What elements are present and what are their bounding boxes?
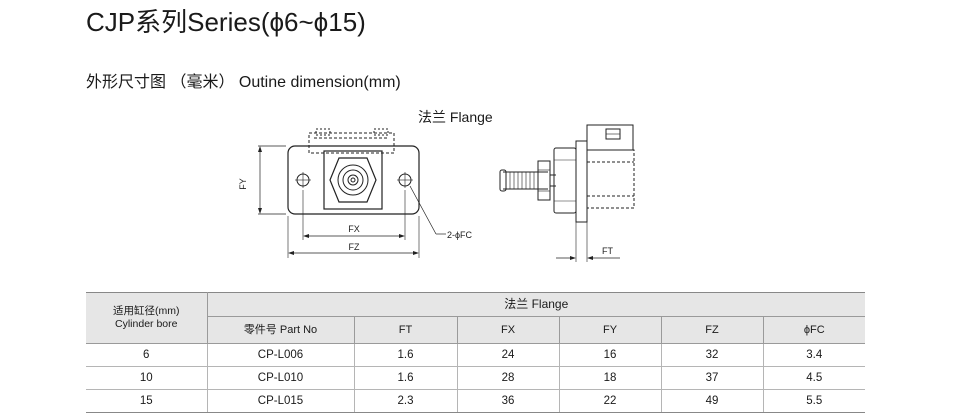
flange-group-header: 法兰 Flange (207, 291, 866, 318)
cell-fc: 4.5 (762, 366, 866, 390)
cell-fx: 28 (456, 366, 559, 390)
page-title: CJP系列Series(ϕ6~ϕ15) (86, 7, 366, 37)
cell-bore: 6 (86, 343, 207, 367)
mounting-hole-right (398, 173, 412, 187)
cell-part-no: CP-L006 (206, 343, 354, 367)
cell-fy: 18 (558, 366, 661, 390)
cell-fc: 3.4 (762, 343, 866, 367)
cell-fx: 36 (456, 389, 559, 413)
flange-plate (287, 145, 420, 215)
cell-ft: 1.6 (353, 366, 457, 390)
dim-label-fx: FX (348, 224, 360, 234)
mounting-hole-left (296, 173, 310, 187)
side-view (499, 124, 635, 262)
cell-fy: 22 (558, 389, 661, 413)
table-row: 10 CP-L010 1.6 28 18 37 4.5 (86, 366, 866, 390)
bore-header: 适用缸径(mm) Cylinder bore (86, 292, 208, 344)
flange-spec-table: 适用缸径(mm) Cylinder bore 法兰 Flange 零件号 Par… (86, 291, 866, 413)
cell-part-no: CP-L010 (206, 366, 354, 390)
flange-nut (553, 147, 577, 214)
col-header-fz: FZ (660, 316, 763, 344)
dim-label-fy: FY (238, 178, 248, 190)
dim-label-fc: 2-ϕFC (447, 230, 473, 240)
rod-nut (537, 160, 551, 201)
bore-header-cn: 适用缸径(mm) (113, 305, 180, 317)
flange-drawing: FY FX FZ 2-ϕFC FT (238, 124, 635, 262)
flange-plate-side (575, 140, 588, 223)
col-header-part-no: 零件号 Part No (206, 316, 354, 344)
cell-bore: 10 (86, 366, 207, 390)
cell-fy: 16 (558, 343, 661, 367)
table-row: 6 CP-L006 1.6 24 16 32 3.4 (86, 343, 866, 367)
rod-end (499, 169, 507, 192)
col-header-fc: ϕFC (762, 316, 866, 344)
hex-nut (329, 157, 377, 203)
cell-fx: 24 (456, 343, 559, 367)
cell-fz: 32 (660, 343, 763, 367)
section-subtitle: 外形尺寸图 （毫米） Outine dimension(mm) (86, 74, 401, 91)
front-view (258, 128, 446, 258)
dim-label-fz: FZ (349, 242, 360, 252)
dim-label-ft: FT (602, 246, 613, 256)
col-header-fx: FX (456, 316, 559, 344)
col-header-ft: FT (353, 316, 457, 344)
flange-boss (323, 150, 383, 210)
cell-part-no: CP-L015 (206, 389, 354, 413)
drawing-caption: 法兰 Flange (418, 109, 493, 125)
cell-ft: 1.6 (353, 343, 457, 367)
cell-fz: 49 (660, 389, 763, 413)
cell-bore: 15 (86, 389, 207, 413)
table-row: 15 CP-L015 2.3 36 22 49 5.5 (86, 389, 866, 413)
cell-fz: 37 (660, 366, 763, 390)
bore-header-en: Cylinder bore (115, 318, 178, 330)
cell-fc: 5.5 (762, 389, 866, 413)
cylinder-body-hidden (308, 132, 395, 154)
cell-ft: 2.3 (353, 389, 457, 413)
col-header-fy: FY (558, 316, 661, 344)
